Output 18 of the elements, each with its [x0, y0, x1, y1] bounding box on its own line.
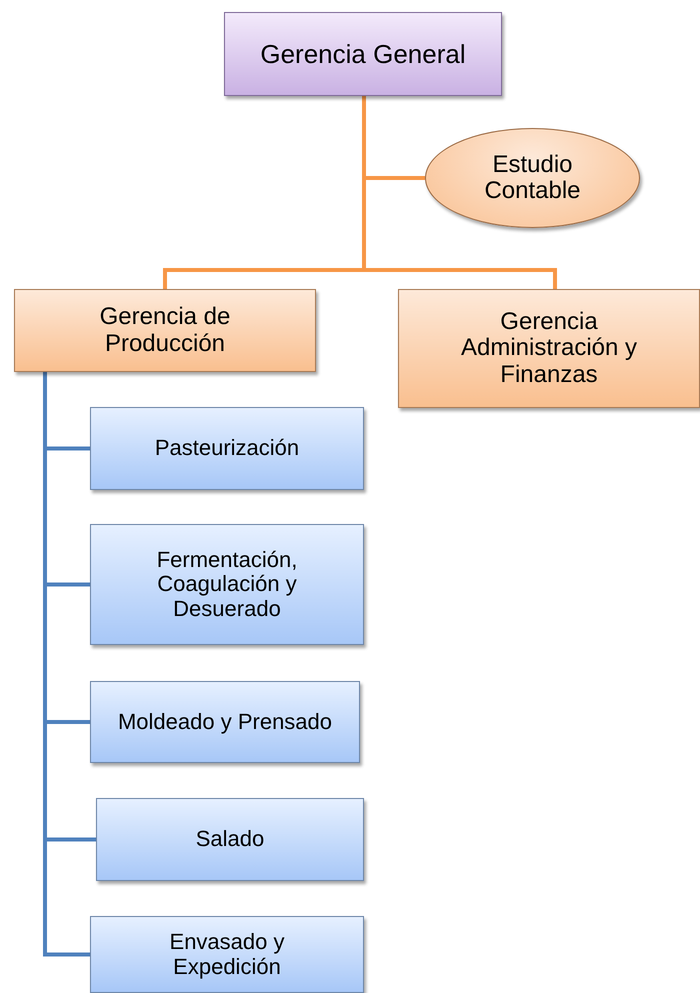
unit-box: [90, 407, 364, 490]
unit-box: [96, 798, 364, 881]
connector-line: [362, 96, 557, 289]
unit-box: [90, 524, 364, 645]
unit-box: [90, 681, 360, 763]
node-label: Pasteurización: [154, 436, 300, 461]
node-label: Envasado y Expedición: [168, 930, 286, 979]
node-label: Moldeado y Prensado: [118, 710, 332, 734]
node-label: Gerencia General: [260, 40, 466, 68]
department-box: [398, 289, 700, 408]
node-label: Gerencia Administración y Finanzas: [460, 308, 638, 388]
node-label: Estudio Contable: [483, 152, 582, 204]
department-box: [224, 12, 502, 96]
node-label: Gerencia de Producción: [98, 304, 232, 357]
unit-box: [90, 916, 364, 993]
node-label: Fermentación, Coagulación y Desuerado: [156, 548, 298, 621]
node-label: Salado: [196, 827, 264, 852]
department-box: [14, 289, 316, 372]
